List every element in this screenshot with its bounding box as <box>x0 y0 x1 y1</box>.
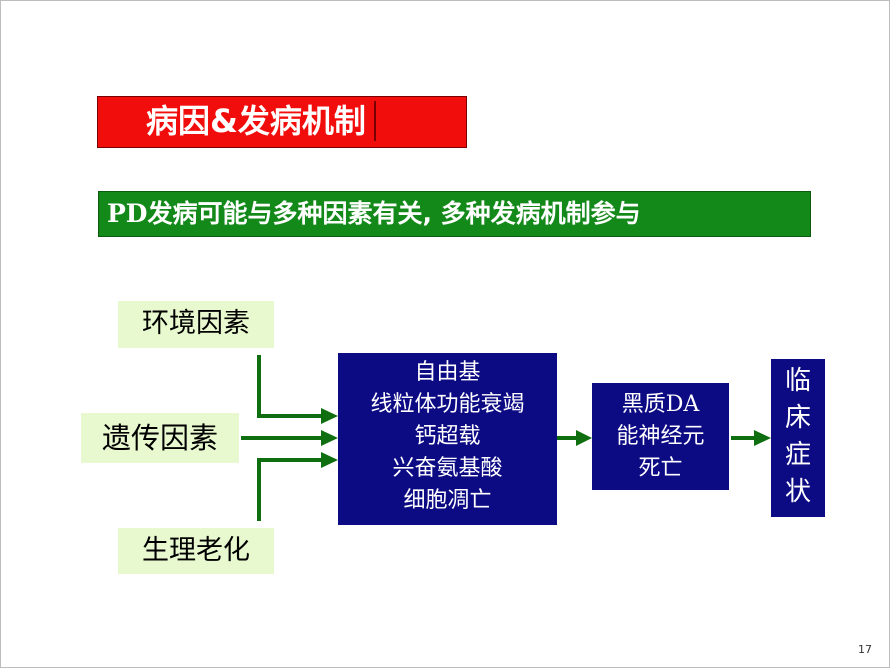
subtitle-banner: PD发病可能与多种因素有关, 多种发病机制参与 <box>98 191 811 237</box>
symptom-char: 症 <box>784 440 811 470</box>
arrow-environment <box>257 355 323 418</box>
subtitle-text: 发病可能与多种因素有关, 多种发病机制参与 <box>147 199 641 228</box>
factor-environment: 环境因素 <box>118 301 274 348</box>
mechanism-item: 兴奋氨基酸 <box>392 456 503 481</box>
symptom-char: 状 <box>784 477 811 507</box>
arrowhead <box>576 430 592 446</box>
mechanism-item: 自由基 <box>414 360 481 385</box>
symptom-char: 临 <box>784 366 811 396</box>
arrow-aging <box>257 458 323 521</box>
arrowhead <box>321 430 338 446</box>
factor-aging: 生理老化 <box>118 528 274 574</box>
title-banner: 病因&发病机制 <box>97 96 467 148</box>
factor-genetic: 遗传因素 <box>81 413 239 463</box>
arrowhead <box>321 408 338 424</box>
mechanisms-box: 自由基 线粒体功能衰竭 钙超载 兴奋氨基酸 细胞凋亡 <box>338 353 557 525</box>
neuron-line-1: 黑质DA <box>592 389 729 421</box>
neuron-line-3: 死亡 <box>638 456 683 481</box>
mechanism-item: 细胞凋亡 <box>403 488 492 513</box>
arrowhead <box>321 452 338 468</box>
page-number: 17 <box>858 643 872 656</box>
neuron-text-a: 黑质 <box>621 392 666 417</box>
slide-title: 病因&发病机制 <box>146 101 376 141</box>
arrowhead <box>754 430 771 446</box>
neuron-text-b: DA <box>665 392 700 417</box>
subtitle-prefix: PD <box>107 199 148 228</box>
mechanism-item: 线粒体功能衰竭 <box>370 392 525 417</box>
clinical-symptoms-box: 临 床 症 状 <box>771 359 825 517</box>
neuron-death-box: 黑质DA 能神经元 死亡 <box>592 383 729 490</box>
neuron-line-2: 能神经元 <box>616 424 705 449</box>
symptom-char: 床 <box>784 403 811 433</box>
mechanism-item: 钙超载 <box>414 424 481 449</box>
